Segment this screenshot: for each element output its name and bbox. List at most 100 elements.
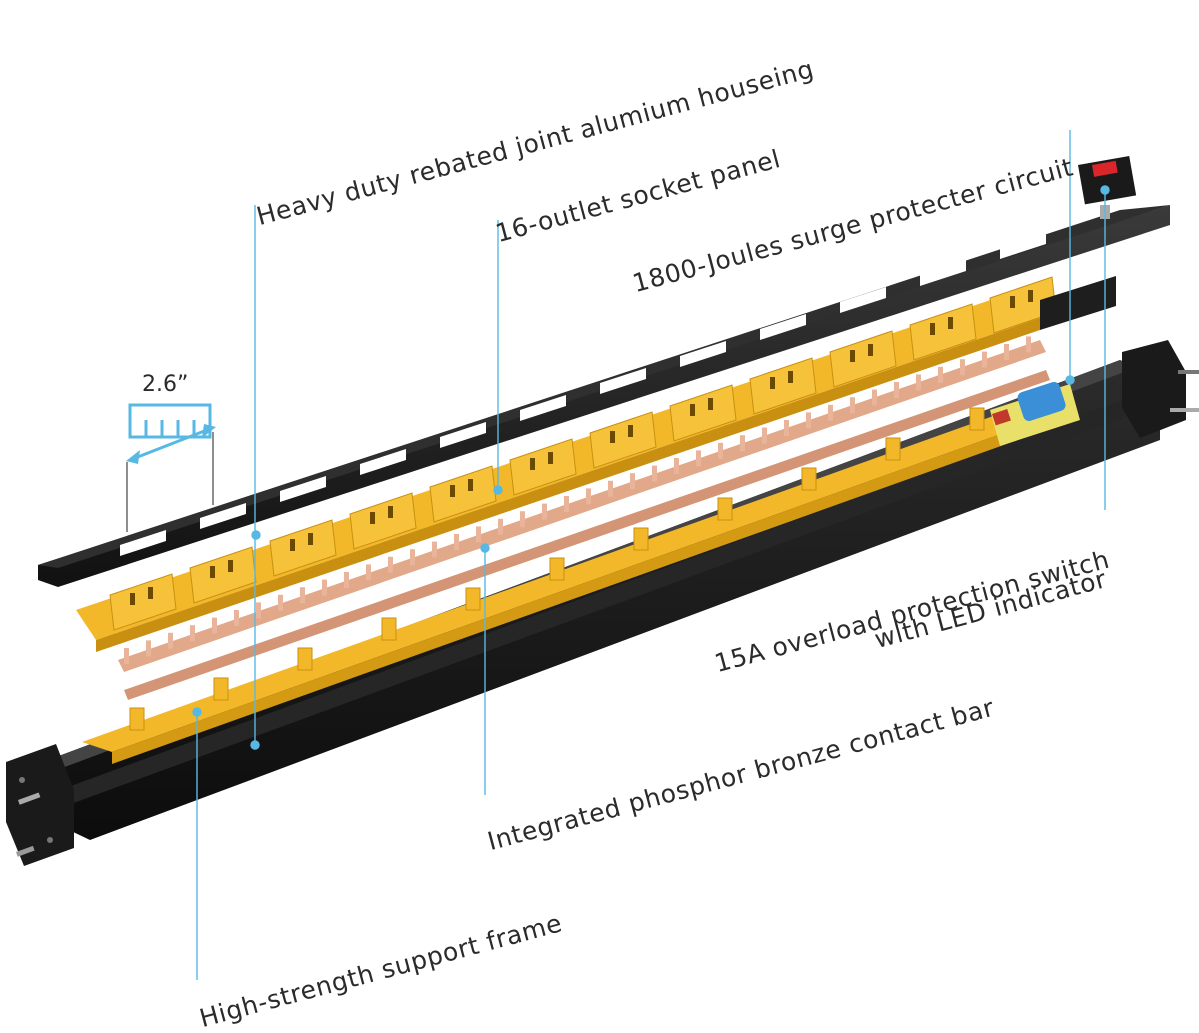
socket-outlet (909, 303, 977, 361)
outlet-slot (280, 476, 326, 502)
socket-pin-hole (308, 533, 313, 545)
contact-clip (652, 465, 657, 482)
contact-clip (234, 610, 239, 626)
socket-pin-hole (948, 317, 953, 329)
contact-clip (696, 450, 701, 467)
socket-pin-hole (370, 512, 375, 524)
frame-post (297, 647, 313, 671)
frame-post (465, 587, 481, 611)
contact-clip (476, 526, 481, 543)
outlet-slot (200, 503, 246, 529)
ruler-icon (126, 403, 216, 532)
contact-clip (894, 382, 899, 398)
contact-clip (916, 374, 921, 391)
outlet-slot (120, 530, 166, 556)
contact-clip (718, 442, 723, 459)
socket-pin-hole (468, 479, 473, 491)
frame-post (717, 497, 733, 521)
socket-outlet (509, 438, 577, 496)
contact-clip (960, 359, 965, 376)
frame-post (381, 617, 397, 641)
frame-post (801, 467, 817, 491)
contact-clip (322, 579, 327, 596)
frame-post (213, 677, 229, 701)
contact-clip (806, 412, 811, 429)
socket-outlet (669, 384, 737, 442)
contact-clip (168, 632, 173, 649)
socket-pin-hole (628, 425, 633, 437)
outlet-slot (680, 341, 726, 367)
socket-pin-hole (148, 587, 153, 599)
contact-clip (542, 503, 547, 520)
end-cap-right (1122, 340, 1199, 438)
contact-clip (190, 625, 195, 642)
contact-clip (366, 564, 371, 581)
socket-outlet (749, 357, 817, 415)
surge-module-cover (1040, 276, 1116, 330)
socket-pin-hole (290, 539, 295, 551)
socket-outlet (189, 546, 257, 604)
contact-clip (212, 617, 217, 634)
contact-clip (388, 556, 393, 573)
outlet-slot (520, 395, 566, 421)
outlet-slot (360, 449, 406, 475)
contact-clip (278, 594, 283, 611)
contact-clip (740, 435, 745, 452)
outlet-slot (440, 422, 486, 448)
contact-clip (498, 518, 503, 535)
contact-clip (256, 602, 261, 619)
socket-outlet (269, 519, 337, 577)
contact-clip (344, 572, 349, 588)
socket-pin-hole (708, 398, 713, 410)
socket-pin-hole (788, 371, 793, 383)
contact-clip (828, 404, 833, 421)
phosphor-bronze-contact-bar (118, 336, 1050, 700)
overload-switch (1078, 155, 1137, 219)
outlet-slot (1000, 233, 1046, 259)
contact-clip (982, 351, 987, 368)
contact-clip (872, 389, 877, 406)
support-frame (82, 407, 1040, 764)
socket-pin-hole (548, 452, 553, 464)
socket-outlet (829, 330, 897, 388)
contact-clip (586, 488, 591, 505)
socket-outlet (349, 492, 417, 550)
frame-post (129, 707, 145, 731)
socket-pin-hole (930, 323, 935, 335)
socket-pin-hole (450, 485, 455, 497)
leader-lines (192, 130, 1110, 980)
socket-outlet (109, 573, 177, 631)
contact-clip (410, 549, 415, 566)
end-cap-left (6, 744, 74, 866)
contact-clip (124, 648, 129, 664)
screw-icon (15, 845, 35, 857)
contact-clip (146, 640, 151, 657)
outlet-slot (840, 287, 886, 313)
outlet-slot (920, 260, 966, 286)
socket-outlet (429, 465, 497, 523)
socket-pin-hole (1010, 296, 1015, 308)
socket-panel (76, 276, 1057, 652)
socket-pin-hole (228, 560, 233, 572)
contact-clip (630, 473, 635, 490)
contact-clip (564, 496, 569, 512)
dimension-label: 2.6” (142, 372, 189, 397)
contact-clip (520, 511, 525, 528)
contact-clip (762, 427, 767, 444)
frame-post (633, 527, 649, 551)
socket-pin-hole (210, 566, 215, 578)
contact-clip (608, 480, 613, 497)
contact-clip (300, 587, 305, 604)
socket-pin-hole (690, 404, 695, 416)
socket-pin-hole (388, 506, 393, 518)
socket-pin-hole (770, 377, 775, 389)
socket-pin-hole (850, 350, 855, 362)
socket-pin-hole (610, 431, 615, 443)
surge-circuit-board (990, 381, 1080, 446)
socket-pin-hole (868, 344, 873, 356)
socket-outlet (589, 411, 657, 469)
contact-clip (674, 458, 679, 474)
frame-post (885, 437, 901, 461)
frame-post (969, 407, 985, 431)
